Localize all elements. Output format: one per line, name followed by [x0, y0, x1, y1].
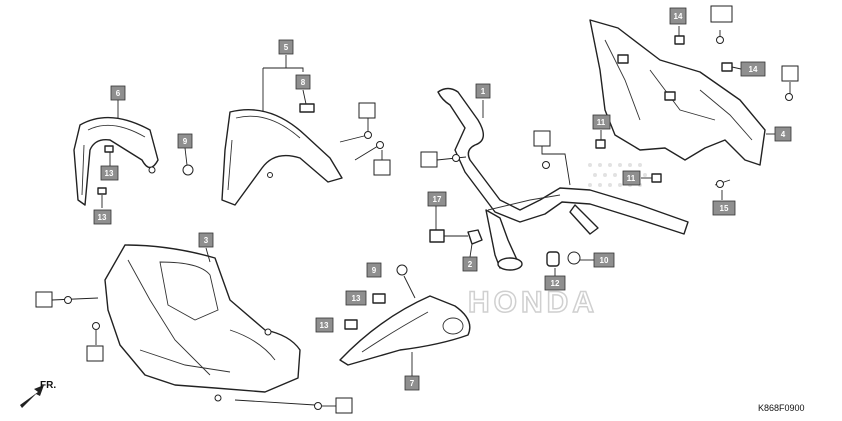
svg-text:10: 10 [600, 256, 609, 265]
screw-group-3[interactable] [51, 296, 336, 410]
svg-text:2: 2 [468, 260, 473, 269]
part-9-grommet-lower[interactable] [396, 264, 408, 276]
label-1: 1 [475, 83, 491, 99]
label-13-c: 13 [345, 290, 367, 306]
label-6: 6 [110, 85, 126, 101]
label-2: 2 [462, 256, 478, 272]
label-8: 8 [295, 74, 311, 90]
svg-text:1: 1 [481, 87, 486, 96]
watermark-text: HONDA [468, 286, 598, 319]
part-7-side-cover[interactable] [339, 295, 471, 366]
label-13-d: 13 [315, 317, 334, 333]
svg-text:14: 14 [674, 12, 683, 21]
screw-group-5[interactable] [339, 118, 384, 161]
part-6-front-cover-small[interactable] [73, 116, 159, 206]
watermark: HONDA [467, 163, 647, 320]
label-3: 3 [198, 232, 214, 248]
svg-text:9: 9 [372, 266, 377, 275]
label-13-a: 13 [100, 165, 119, 181]
part-13-clip-a[interactable] [372, 293, 386, 304]
svg-text:13: 13 [320, 321, 329, 330]
part-5-front-cover[interactable] [221, 103, 343, 206]
svg-text:12: 12 [551, 279, 560, 288]
part-11-clip-upper[interactable] [595, 139, 606, 149]
label-10: 10 [593, 252, 615, 268]
label-9-lower: 9 [366, 262, 382, 278]
part-13-clip-b[interactable] [344, 319, 358, 330]
front-direction-arrow: FR. [20, 380, 56, 408]
part-1-handlebar[interactable] [437, 87, 689, 271]
front-direction-label: FR. [40, 380, 56, 391]
svg-text:4: 4 [781, 130, 786, 139]
part-10-nut[interactable] [567, 251, 581, 265]
diagram-code: K868F0900 [758, 403, 805, 413]
svg-text:8: 8 [301, 78, 306, 87]
label-11-upper: 11 [592, 114, 611, 130]
screw-group-4[interactable] [714, 30, 793, 200]
part-2-collar[interactable] [467, 229, 483, 245]
part-14-clip-upper[interactable] [674, 35, 685, 45]
part-17-bolt[interactable] [429, 229, 468, 243]
svg-text:15: 15 [720, 204, 729, 213]
screw-group-1[interactable] [436, 154, 550, 169]
part-14-clip-lower[interactable] [721, 62, 733, 72]
svg-text:13: 13 [98, 213, 107, 222]
part-11-clip-lower[interactable] [651, 173, 662, 183]
label-7: 7 [404, 375, 420, 391]
label-11-lower: 11 [622, 170, 641, 186]
svg-text:7: 7 [410, 379, 415, 388]
label-14-upper: 14 [669, 7, 687, 25]
part-4-rear-handle-cover[interactable] [589, 19, 766, 166]
label-4: 4 [774, 126, 792, 142]
label-14-lower: 14 [740, 61, 766, 77]
label-17: 17 [427, 191, 447, 207]
part-9-grommet-upper[interactable] [182, 164, 194, 176]
label-9-upper: 9 [177, 133, 193, 149]
svg-text:3: 3 [204, 236, 209, 245]
svg-text:13: 13 [352, 294, 361, 303]
svg-text:11: 11 [627, 174, 636, 183]
svg-text:6: 6 [116, 89, 121, 98]
label-12: 12 [544, 275, 566, 291]
svg-text:9: 9 [183, 137, 188, 146]
svg-text:13: 13 [105, 169, 114, 178]
svg-text:11: 11 [597, 118, 606, 127]
empty-label-boxes [35, 5, 799, 414]
label-15: 15 [712, 200, 736, 216]
label-5: 5 [278, 39, 294, 55]
svg-text:14: 14 [749, 65, 758, 74]
label-13-b: 13 [93, 209, 112, 225]
part-3-handle-cover-front[interactable] [104, 244, 301, 402]
svg-text:5: 5 [284, 43, 289, 52]
part-12-bushing[interactable] [546, 251, 560, 267]
svg-text:17: 17 [433, 195, 442, 204]
